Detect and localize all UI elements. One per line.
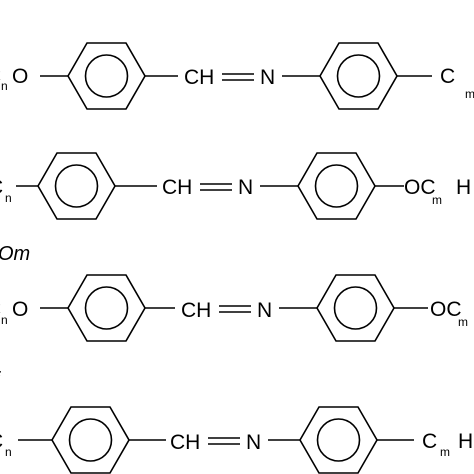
row-2-ch-label: CH	[162, 176, 192, 199]
row-3-left-group-oxygen: O	[12, 298, 28, 321]
row-4-ch-label: CH	[170, 431, 200, 454]
row-3-benzene-ring-right	[316, 274, 395, 342]
series-mark-4: i	[0, 369, 1, 391]
row-1-right-group-main: C	[440, 65, 455, 88]
structure-row-1: C n O CH N C m	[0, 42, 474, 110]
row-2-n-label: N	[238, 176, 253, 199]
row-1-benzene-ring-left	[67, 42, 146, 110]
structure-row-2: C n CH N OC m H	[0, 152, 471, 220]
row-1-right-group-subscript: m	[465, 87, 474, 101]
row-3-right-group-subscript: m	[458, 315, 468, 329]
row-2-aromatic-circle-left	[54, 164, 99, 208]
row-2-left-group-subscript: n	[5, 191, 12, 205]
row-4-benzene-ring-right	[299, 406, 378, 474]
series-mark-3: Om	[0, 243, 30, 265]
row-1-aromatic-circle-right	[336, 54, 381, 98]
row-1-n-label: N	[260, 66, 275, 89]
row-1-left-group-subscript: n	[1, 79, 8, 93]
row-3-ch-label: CH	[181, 299, 211, 322]
row-4-right-group-subscript: m	[440, 445, 450, 459]
row-4-left-group-main: C	[0, 430, 3, 453]
row-2-right-group-subscript: m	[432, 193, 442, 207]
row-3-aromatic-circle-left	[84, 286, 129, 330]
row-1-aromatic-circle-left	[84, 54, 129, 98]
row-4-aromatic-circle-right	[316, 418, 361, 462]
row-4-left-group-subscript: n	[5, 445, 12, 459]
structure-row-3: C n O CH N OC m	[0, 274, 468, 342]
row-3-left-group-subscript: n	[1, 313, 8, 327]
row-4-right-group-main: C	[422, 430, 437, 453]
row-4-right-group-hydrogen: H	[458, 430, 473, 453]
row-1-benzene-ring-right	[319, 42, 398, 110]
row-4-n-label: N	[246, 431, 261, 454]
row-3-left-group-main: C	[0, 298, 1, 321]
row-2-right-group-main: OC	[404, 176, 436, 199]
row-2-right-group-hydrogen: H	[456, 176, 471, 199]
row-3-n-label: N	[257, 299, 272, 322]
row-2-aromatic-circle-right	[314, 164, 359, 208]
row-2-benzene-ring-left	[37, 152, 116, 220]
structure-row-4: C n CH N C m H	[0, 406, 473, 474]
row-2-benzene-ring-right	[297, 152, 376, 220]
row-2-left-group-main: C	[0, 176, 3, 199]
row-1-left-group-oxygen: O	[12, 65, 28, 88]
row-4-benzene-ring-left	[51, 406, 130, 474]
row-1-left-group-main: C	[0, 65, 1, 88]
row-4-aromatic-circle-left	[68, 418, 113, 462]
row-3-benzene-ring-left	[67, 274, 146, 342]
row-3-aromatic-circle-right	[333, 286, 378, 330]
row-3-right-group-main: OC	[430, 298, 462, 321]
row-1-ch-label: CH	[184, 66, 214, 89]
